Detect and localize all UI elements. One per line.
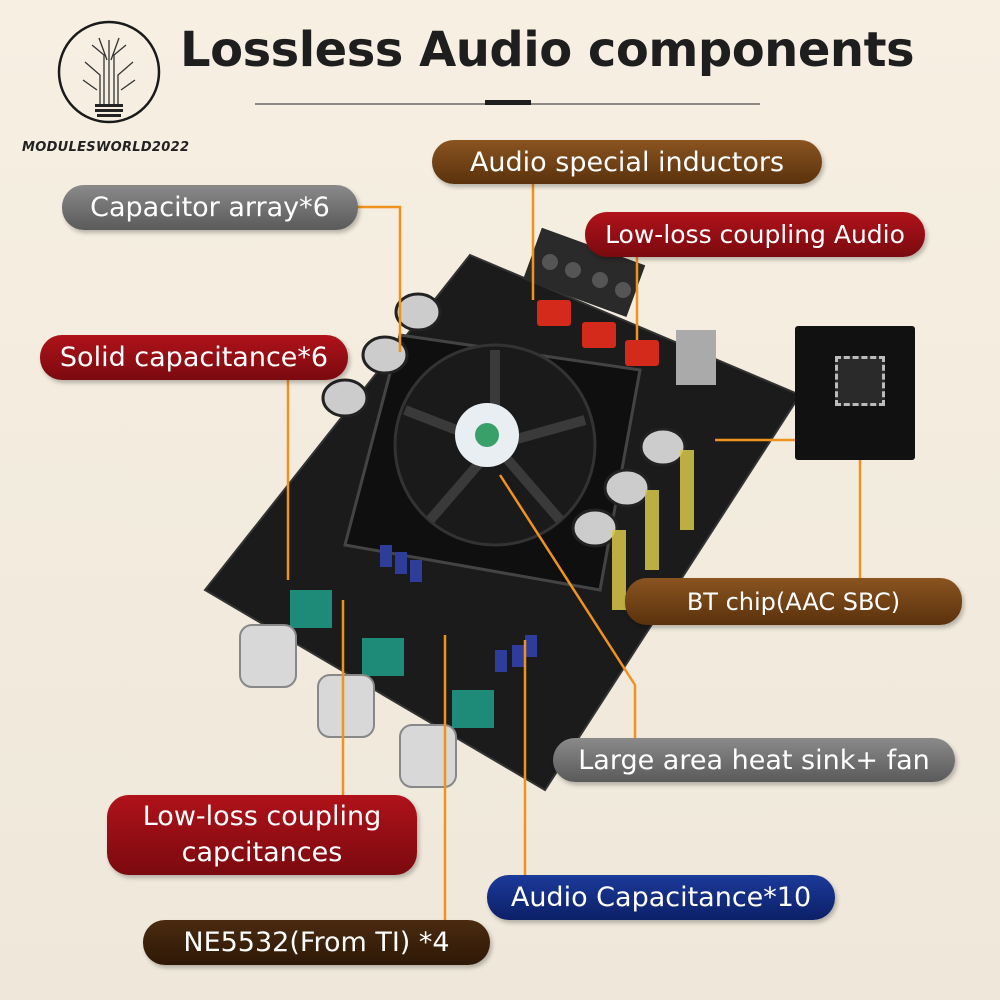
inductors [537,300,659,366]
callout-solid-capacitance: Solid capacitance*6 [40,335,348,380]
leader-lines [286,183,862,920]
title-divider-accent [485,100,531,105]
audio-capacitors [380,545,537,672]
capacitor-array [321,292,687,548]
usb-port [676,330,716,385]
callout-line-1: Low-loss coupling [142,801,382,832]
brand-name: MODULESWORLD2022 [22,140,190,155]
callout-capacitor-array: Capacitor array*6 [62,185,358,230]
callout-audio-inductors: Audio special inductors [432,140,822,184]
page-title: Lossless Audio components [180,22,915,78]
brand-logo [57,20,161,124]
bt-chip-closeup [795,326,915,460]
callout-ne5532: NE5532(From TI) *4 [143,920,490,965]
callout-low-loss-coupling-audio: Low-loss coupling Audio [585,212,925,257]
volume-knobs [239,624,457,788]
speaker-terminals [523,227,646,318]
callout-audio-capacitance: Audio Capacitance*10 [487,875,835,920]
callout-bt-chip: BT chip(AAC SBC) [625,578,962,625]
callout-heat-sink: Large area heat sink+ fan [553,738,955,782]
callout-line-2: capcitances [181,837,343,868]
callout-coupling-capacitances: Low-loss coupling capcitances [107,795,417,875]
potentiometers [290,590,494,728]
